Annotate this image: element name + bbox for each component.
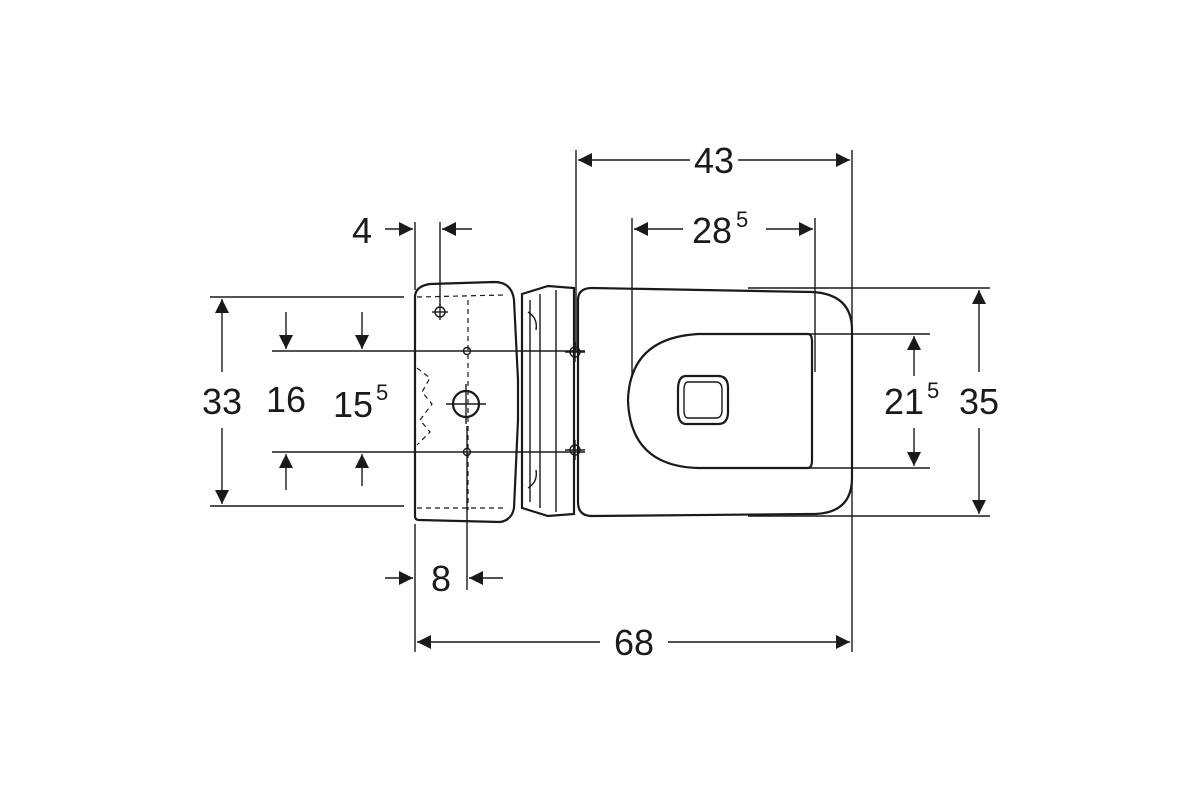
outlet-symbol — [446, 384, 486, 424]
dimension-lines: 43 28 5 4 8 68 — [202, 140, 999, 663]
cistern-fixing-point — [432, 304, 448, 320]
dimension-35-label: 35 — [959, 381, 999, 422]
dimension-68-label: 68 — [614, 622, 654, 663]
dimension-33: 33 — [202, 299, 242, 504]
toilet-plan-view — [413, 280, 854, 524]
dimension-15-5: 15 5 — [333, 312, 388, 486]
seat-opening-outline — [626, 332, 814, 470]
dimension-21-5-superscript: 5 — [927, 378, 939, 403]
dimension-43-label: 43 — [694, 140, 734, 181]
dimension-4-label: 4 — [352, 210, 372, 251]
fixing-point-upper-pan — [565, 342, 585, 362]
dimension-43: 43 — [578, 140, 850, 181]
dimension-21-5: 21 5 — [884, 336, 939, 466]
hinge-block-outline — [520, 284, 576, 518]
fixing-point-lower-pan — [565, 440, 585, 460]
dimension-16: 16 — [266, 312, 306, 490]
dimension-15-5-superscript: 5 — [376, 380, 388, 405]
dimension-4: 4 — [352, 210, 472, 251]
dimension-16-label: 16 — [266, 379, 306, 420]
dimension-28-5-label: 28 — [692, 210, 732, 251]
bowl-drain-outline — [676, 374, 730, 426]
dimension-21-5-label: 21 — [884, 381, 924, 422]
dimension-68: 68 — [417, 622, 850, 663]
extension-lines — [210, 150, 990, 652]
dimension-33-label: 33 — [202, 381, 242, 422]
dimension-15-5-label: 15 — [333, 384, 373, 425]
dimension-28-5: 28 5 — [634, 207, 813, 251]
dimension-8-label: 8 — [431, 558, 451, 599]
dimension-35: 35 — [959, 290, 999, 514]
dimension-8: 8 — [385, 558, 503, 599]
dimension-28-5-superscript: 5 — [736, 207, 748, 232]
